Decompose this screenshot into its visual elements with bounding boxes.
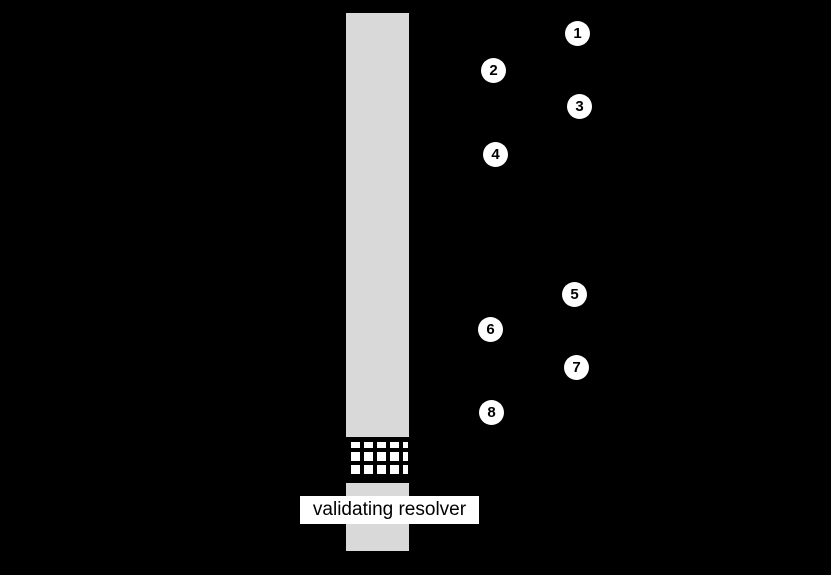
resolver-bar-upper [345,12,410,438]
step-marker-3: 3 [567,94,592,119]
step-marker-5: 5 [562,282,587,307]
step-marker-8: 8 [479,400,504,425]
resolver-bar-grid-section [345,440,410,480]
step-marker-6: 6 [478,317,503,342]
step-marker-4: 4 [483,142,508,167]
step-marker-7: 7 [564,355,589,380]
step-marker-1: 1 [565,21,590,46]
validating-resolver-label: validating resolver [300,496,479,524]
step-marker-2: 2 [481,58,506,83]
